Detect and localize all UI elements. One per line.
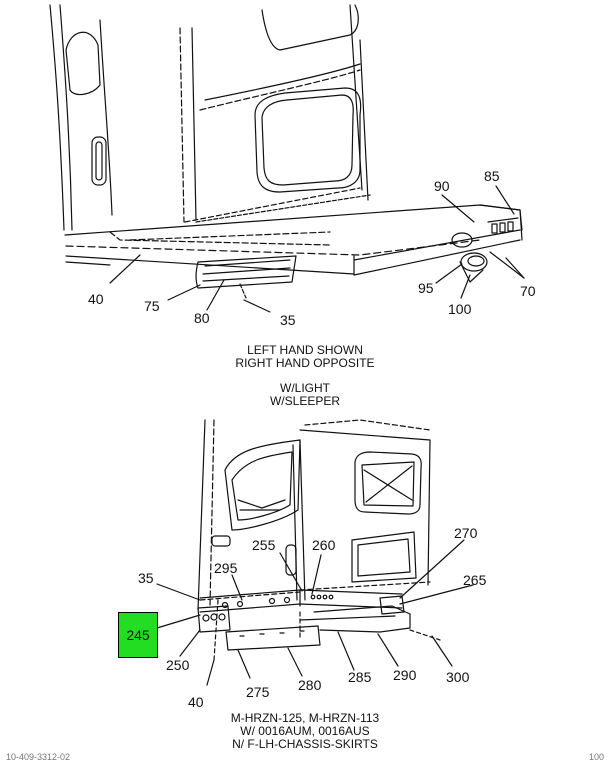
caption-models: M-HRZN-125, M-HRZN-113	[230, 711, 380, 725]
callout-100[interactable]: 100	[448, 301, 472, 317]
caption-left-hand-shown: LEFT HAND SHOWN	[247, 343, 363, 357]
bottom-view-caption: M-HRZN-125, M-HRZN-113 W/ 0016AUM, 0016A…	[0, 712, 610, 751]
callout-80[interactable]: 80	[194, 310, 210, 326]
top-leader-lines	[109, 185, 525, 313]
callout-285[interactable]: 285	[348, 669, 372, 685]
callout-300[interactable]: 300	[446, 669, 470, 685]
callout-35-bottom[interactable]: 35	[138, 570, 154, 586]
top-view-caption-options: W/LIGHT W/SLEEPER	[0, 382, 610, 408]
top-callouts: 90 85 40 75 80 35 95 100 70	[88, 168, 536, 328]
callout-290[interactable]: 290	[393, 667, 417, 683]
footer-drawing-number: 10-409-3312-02	[6, 752, 71, 762]
callout-260[interactable]: 260	[312, 537, 336, 553]
caption-right-hand-opposite: RIGHT HAND OPPOSITE	[235, 356, 375, 370]
callout-85[interactable]: 85	[484, 168, 500, 184]
callout-90[interactable]: 90	[434, 178, 450, 194]
callout-295[interactable]: 295	[214, 560, 238, 576]
bottom-cab-illustration	[197, 419, 441, 661]
callout-35-top[interactable]: 35	[280, 312, 296, 328]
caption-with-sleeper: W/SLEEPER	[269, 394, 341, 408]
bottom-leader-lines	[156, 539, 474, 686]
footer-page-number: 100	[588, 752, 604, 762]
callout-95[interactable]: 95	[418, 280, 434, 296]
highlighted-part-245[interactable]: 245	[118, 612, 158, 658]
caption-with-codes: W/ 0016AUM, 0016AUS	[240, 724, 370, 738]
callout-250[interactable]: 250	[166, 657, 190, 673]
callout-275[interactable]: 275	[246, 684, 270, 700]
callout-70[interactable]: 70	[520, 283, 536, 299]
callout-270[interactable]: 270	[454, 525, 478, 541]
caption-not-with-skirts: N/ F-LH-CHASSIS-SKIRTS	[232, 737, 378, 751]
bottom-callouts: 35 295 255 260 270 265 250 40 275 280 28…	[138, 525, 487, 710]
callout-40-bottom[interactable]: 40	[188, 694, 204, 710]
top-cab-illustration	[49, 4, 523, 299]
callout-75[interactable]: 75	[144, 298, 160, 314]
caption-with-light: W/LIGHT	[280, 381, 330, 395]
highlighted-part-label: 245	[126, 627, 150, 643]
top-view-caption: LEFT HAND SHOWN RIGHT HAND OPPOSITE	[0, 344, 610, 370]
callout-40[interactable]: 40	[88, 291, 104, 307]
callout-280[interactable]: 280	[298, 677, 322, 693]
callout-255[interactable]: 255	[252, 537, 276, 553]
callout-265[interactable]: 265	[463, 572, 487, 588]
